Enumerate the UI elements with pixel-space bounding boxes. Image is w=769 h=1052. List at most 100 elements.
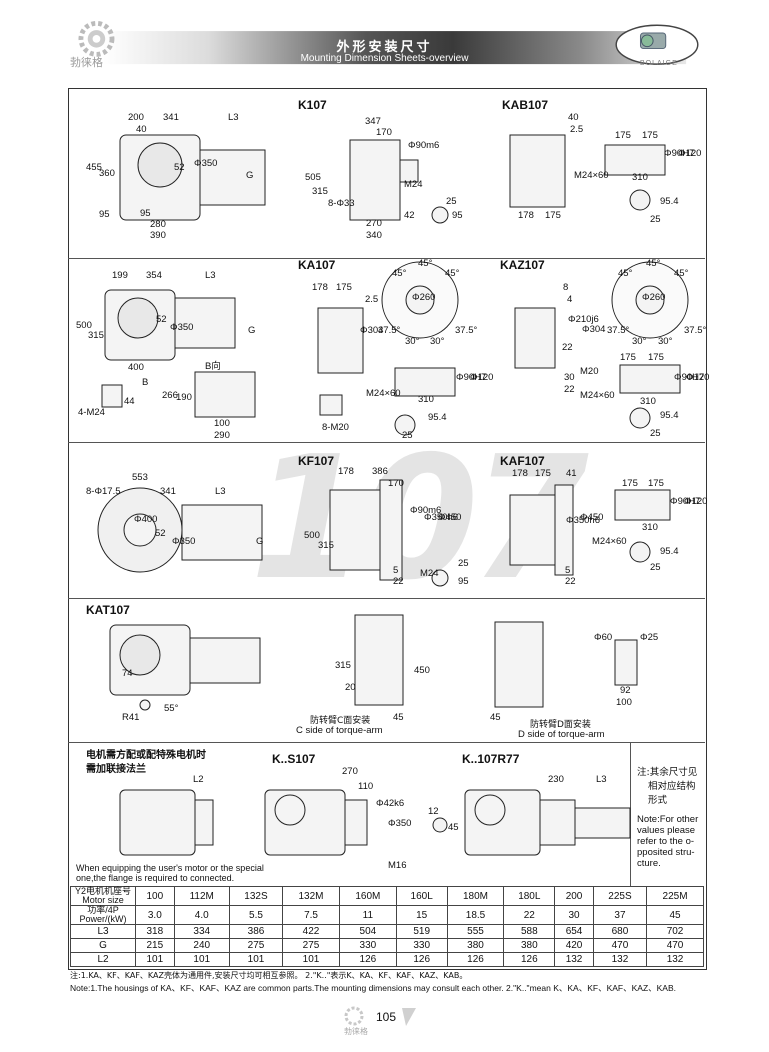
dim-label: 178 — [338, 466, 354, 477]
table-cell: 555 — [446, 924, 505, 939]
table-header-cell: Y2电机机座号 Motor size — [70, 886, 136, 906]
table-cell: 160L — [395, 886, 448, 906]
dim-label: Φ120 — [678, 148, 702, 159]
kat107-d-side-view — [494, 621, 544, 708]
dim-label: 230 — [548, 774, 564, 785]
dim-label: Φ90m6 — [408, 140, 440, 151]
dim-label: 455 — [86, 162, 102, 173]
dim-label: 340 — [366, 230, 382, 241]
dim-label: 190 — [176, 392, 192, 403]
dim-label: 95 — [99, 209, 110, 220]
table-row: L2 101 101 101 101 126 126 126 126 132 1… — [70, 952, 704, 967]
table-cell: 702 — [646, 924, 704, 939]
table-cell: 100 — [135, 886, 175, 906]
model-title-k107r77: K..107R77 — [462, 752, 520, 766]
model-title-ka107: KA107 — [298, 258, 336, 272]
table-cell: 180L — [503, 886, 556, 906]
table-cell: 3.0 — [135, 905, 175, 925]
dim-label: M24×60 — [592, 536, 627, 547]
dim-label: 386 — [372, 466, 388, 477]
dim-label: 400 — [128, 362, 144, 373]
section-divider — [68, 258, 705, 259]
kf107-side-view — [329, 489, 381, 571]
header-bar — [78, 20, 699, 65]
dim-label: M24 — [420, 568, 439, 579]
gear-logo-icon — [78, 20, 115, 57]
table-cell: 470 — [646, 938, 704, 953]
dim-label: 5 — [393, 565, 399, 576]
dim-label: 95 — [140, 208, 151, 219]
dim-label: 92 — [620, 685, 631, 696]
dim-label: 52 — [155, 528, 166, 539]
dim-label: Φ350 — [388, 818, 412, 829]
table-cell: 180M — [446, 886, 505, 906]
table-cell: 132S — [228, 886, 284, 906]
dim-label: G — [248, 325, 256, 336]
dim-label: Φ120 — [684, 496, 708, 507]
dim-label: 178 — [512, 468, 528, 479]
dim-label: Φ90H7 — [456, 372, 487, 383]
table-cell: 160M — [338, 886, 397, 906]
dim-label: 52 — [174, 162, 185, 173]
dim-label: 45° — [674, 268, 689, 279]
dim-label: 175 — [642, 130, 658, 141]
table-cell: 132 — [592, 952, 648, 967]
dim-label: Φ260 — [642, 292, 666, 303]
dim-label: 37.5° — [684, 325, 707, 336]
dim-label: 20 — [345, 682, 356, 693]
dim-label: 25 — [650, 214, 661, 225]
dim-label: M20 — [580, 366, 599, 377]
dim-label: 40 — [136, 124, 147, 135]
footer-gear-icon — [344, 1006, 416, 1026]
table-row-label: G — [70, 938, 136, 953]
dim-label: Φ450 — [580, 512, 604, 523]
dim-label: M24×60 — [574, 170, 609, 181]
page-title-cn: 外形安装尺寸 — [336, 40, 433, 55]
kab107-side-view — [509, 134, 566, 208]
dim-label: 45 — [393, 712, 404, 723]
dim-label: 200 — [128, 112, 144, 123]
motor-flange-housing-drawing — [119, 789, 196, 856]
side-note-cn-3: 形式 — [648, 795, 668, 806]
table-cell: 126 — [338, 952, 397, 967]
dim-label: M24 — [404, 179, 423, 190]
dim-label: Φ90H7 — [664, 148, 695, 159]
dim-label: 100 — [616, 697, 632, 708]
dim-label: 95.4 — [428, 412, 447, 423]
dim-label: M24×60 — [580, 390, 615, 401]
dim-label: 30 — [564, 372, 575, 383]
dim-label: 37.5° — [455, 325, 478, 336]
dim-label: 2.5 — [570, 124, 584, 135]
dim-label: B向 — [205, 361, 221, 372]
footnotes: 注:1.KA、KF、KAF、KAZ壳体为通用件,安装尺寸均可相互参照。 2."K… — [70, 970, 750, 994]
dim-label: 45° — [646, 258, 661, 269]
table-cell: 18.5 — [446, 905, 505, 925]
dim-label: 40 — [568, 112, 579, 123]
dim-label: Φ400 — [134, 514, 158, 525]
dim-label: Φ42k6 — [376, 798, 405, 809]
table-cell: 4.0 — [173, 905, 230, 925]
dim-label: 315 — [88, 330, 104, 341]
dim-label: 8-M20 — [322, 422, 349, 433]
dim-label: 4-M24 — [78, 407, 105, 418]
dim-label: 25 — [458, 558, 469, 569]
dim-label: Φ90H7 — [670, 496, 701, 507]
dim-label: Φ120 — [686, 372, 710, 383]
dim-label: 37.5° — [378, 325, 401, 336]
dim-label: 45° — [618, 268, 633, 279]
dim-label: 175 — [648, 478, 664, 489]
dim-label: Φ350 — [194, 158, 218, 169]
power-label-en: Power/(kW) — [79, 914, 127, 924]
dim-label: 310 — [640, 396, 656, 407]
dim-label: 170 — [376, 127, 392, 138]
table-cell: 504 — [338, 924, 397, 939]
section-divider — [68, 598, 705, 599]
table-row: G 215 240 275 275 330 330 380 380 420 47… — [70, 938, 704, 953]
dim-label: 310 — [632, 172, 648, 183]
dim-label: Φ120 — [470, 372, 494, 383]
side-note-en-4: pposited stru- — [637, 847, 695, 858]
dim-label: 500 — [76, 320, 92, 331]
dim-label: 100 — [214, 418, 230, 429]
dim-label: Φ60 — [594, 632, 613, 643]
drawing-frame — [68, 88, 707, 970]
